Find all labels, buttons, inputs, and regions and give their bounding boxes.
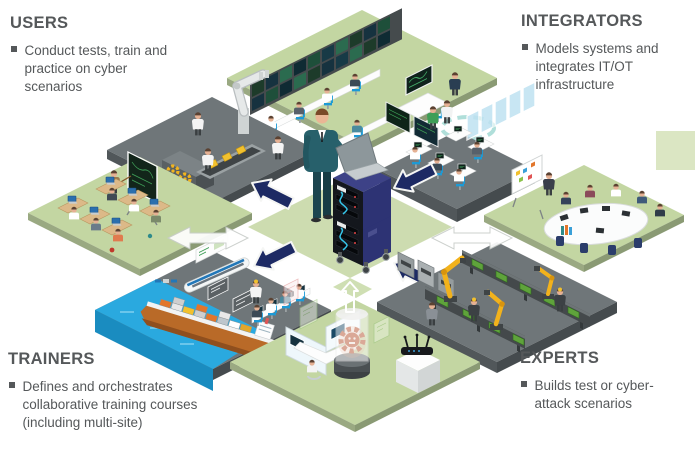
trainers-bullet-text: Defines and orchestrates collaborative t…: [22, 379, 198, 430]
train-icon: [183, 257, 250, 293]
cyber-range-rack-icon: [333, 132, 391, 274]
users-label-block: USERS Conduct tests, train and practice …: [10, 14, 168, 95]
transport-platform: [95, 233, 331, 391]
trainers-label-block: TRAINERS Defines and orchestrates collab…: [8, 350, 220, 431]
router-icon: [396, 333, 440, 393]
experts-label-block: EXPERTS Builds test or cyber-attack scen…: [520, 349, 678, 413]
users-title: USERS: [10, 14, 69, 32]
cyber-lab-platform: [230, 278, 480, 432]
integrators-bullet: Models systems and integrates IT/OT infr…: [521, 40, 679, 93]
satellite-icon: [155, 279, 177, 283]
green-connector-path: [333, 278, 372, 298]
malware-capsule-icon: [334, 308, 370, 379]
bullet-square-icon: [521, 381, 527, 387]
signal-screen-icon: [232, 288, 254, 313]
factory-platform: [377, 242, 617, 373]
holo-panels: [283, 278, 390, 344]
up-arrow-outline: [341, 281, 359, 313]
users-bullet-text: Conduct tests, train and practice on cyb…: [24, 43, 168, 94]
robot-arm-icon: [534, 266, 555, 299]
whiteboard-icon: [511, 154, 543, 195]
trainers-bullet: Defines and orchestrates collaborative t…: [8, 378, 220, 431]
experts-bullet: Builds test or cyber-attack scenarios: [520, 377, 678, 413]
integrators-bullet-text: Models systems and integrates IT/OT infr…: [535, 41, 659, 92]
video-wall-icon: [250, 8, 402, 115]
glass-wall-icon: [466, 81, 536, 142]
robot-arm-icon: [441, 255, 466, 302]
bullet-square-icon: [522, 44, 528, 50]
navy-chairs: [556, 236, 642, 255]
walkway-arrows: [166, 226, 514, 313]
laptop-icon: [335, 132, 389, 181]
conveyor-icon: [196, 144, 266, 179]
experts-title: EXPERTS: [520, 349, 600, 367]
robot-arm-icon: [484, 289, 505, 330]
exchange-arrow-left: [166, 226, 250, 250]
bullet-square-icon: [11, 46, 17, 52]
industrial-robot-icon: [232, 69, 269, 134]
users-bullet: Conduct tests, train and practice on cyb…: [10, 42, 168, 95]
trainers-title: TRAINERS: [8, 350, 95, 368]
operator-figure: [302, 108, 351, 223]
casters: [336, 249, 390, 274]
bullet-square-icon: [9, 382, 15, 388]
presentation-screen-icon: [405, 64, 433, 96]
student-desks: [57, 176, 171, 253]
center-hub: [245, 108, 452, 295]
soc-platform: [379, 81, 536, 222]
integrators-label-block: INTEGRATORS Models systems and integrate…: [521, 12, 679, 93]
exchange-arrow-right: [430, 226, 514, 250]
wall-screens-icon: [385, 101, 439, 148]
decor-green-square: [656, 131, 695, 170]
ship-icon: [140, 296, 288, 365]
arrow-to-trainers: [247, 234, 300, 278]
meeting-platform: [484, 154, 684, 272]
signal-screen-icon: [207, 276, 229, 301]
experts-bullet-text: Builds test or cyber-attack scenarios: [534, 378, 654, 411]
soc-desks: [405, 100, 495, 190]
integrators-title: INTEGRATORS: [521, 12, 643, 30]
books-icon: [561, 225, 572, 235]
